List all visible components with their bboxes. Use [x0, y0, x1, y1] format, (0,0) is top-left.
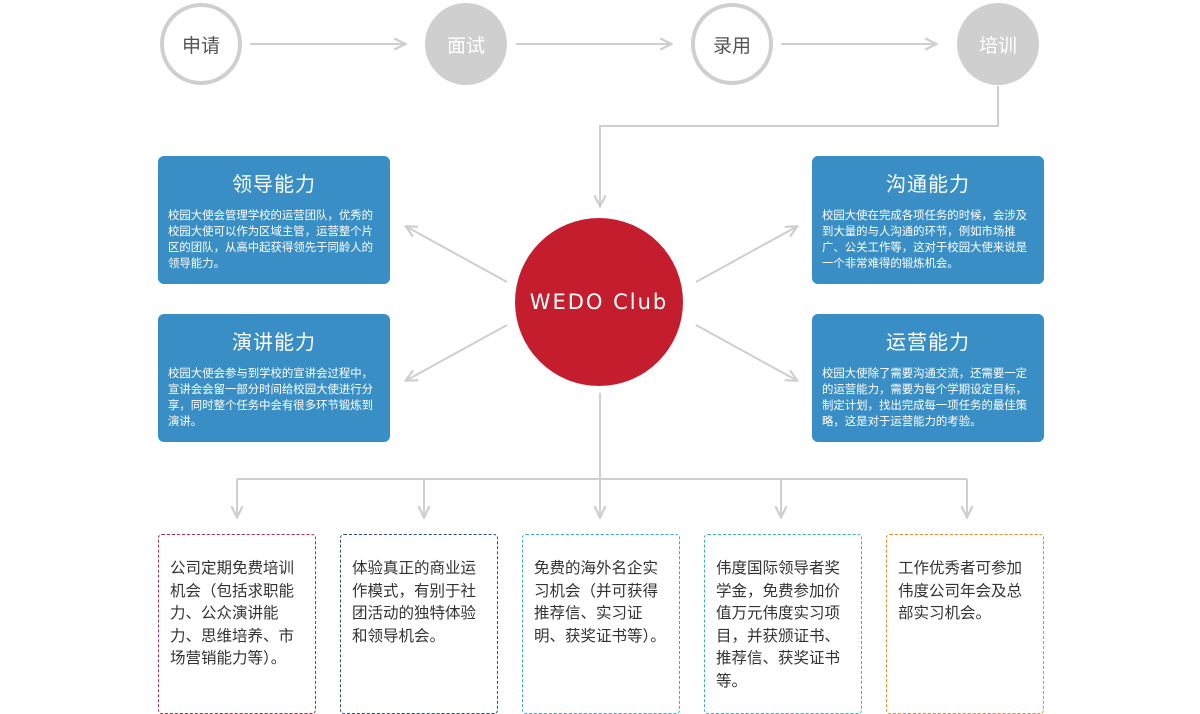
benefit-text: 公司定期免费培训机会（包括求职能力、公众演讲能力、思维培养、市场营销能力等）。: [170, 559, 295, 667]
step-hire: 录用: [691, 3, 773, 85]
training-to-center-arrow: [600, 86, 999, 205]
benefit-box-1: 公司定期免费培训机会（包括求职能力、公众演讲能力、思维培养、市场营销能力等）。: [158, 534, 316, 714]
benefit-text: 伟度国际领导者奖学金，免费参加价值万元伟度实习项目，并获颁证书、推荐信、获奖证书…: [716, 559, 841, 690]
skill-box-speaking: 演讲能力 校园大使会参与到学校的宣讲会过程中，宣讲会会留一部分时间给校园大使进行…: [158, 314, 390, 442]
step-interview-label: 面试: [446, 34, 485, 57]
benefit-box-5: 工作优秀者可参加伟度公司年会及总部实习机会。: [886, 534, 1044, 714]
step-interview: 面试: [425, 3, 507, 85]
benefit-text: 工作优秀者可参加伟度公司年会及总部实习机会。: [898, 559, 1023, 622]
arrow-to-leadership: [407, 227, 508, 283]
arrow-to-communication: [695, 227, 796, 283]
skill-box-operation: 运营能力 校园大使除了需要沟通交流，还需要一定的运营能力，需要为每个学期设定目标…: [812, 314, 1044, 442]
benefit-box-3: 免费的海外名企实习机会（并可获得推荐信、实习证明、获奖证书等）。: [522, 534, 680, 714]
skill-description: 校园大使在完成各项任务的时候，会涉及到大量的与人沟通的环节，例如市场推广、公关工…: [822, 208, 1028, 270]
skill-box-communication: 沟通能力 校园大使在完成各项任务的时候，会涉及到大量的与人沟通的环节，例如市场推…: [812, 156, 1044, 284]
skill-box-leadership: 领导能力 校园大使会管理学校的运营团队，优秀的校园大使可以作为区域主管，运营整个…: [158, 156, 390, 284]
skill-title: 运营能力: [886, 330, 970, 354]
step-hire-label: 录用: [712, 34, 751, 57]
benefit-text: 免费的海外名企实习机会（并可获得推荐信、实习证明、获奖证书等）。: [534, 559, 666, 645]
skill-description: 校园大使会管理学校的运营团队，优秀的校园大使可以作为区域主管，运营整个片区的团队…: [168, 208, 374, 270]
skill-description: 校园大使除了需要沟通交流，还需要一定的运营能力，需要为每个学期设定目标，制定计划…: [822, 366, 1028, 428]
benefit-box-2: 体验真正的商业运作模式，有别于社团活动的独特体验和领导机会。: [340, 534, 498, 714]
step-apply-label: 申请: [181, 34, 220, 57]
skill-title: 领导能力: [232, 172, 316, 196]
center-circle: WEDO Club: [515, 218, 683, 386]
skill-title: 演讲能力: [232, 330, 316, 354]
arrow-to-speaking: [407, 324, 508, 380]
benefit-box-4: 伟度国际领导者奖学金，免费参加价值万元伟度实习项目，并获颁证书、推荐信、获奖证书…: [704, 534, 862, 714]
arrow-to-operation: [695, 324, 796, 380]
benefit-text: 体验真正的商业运作模式，有别于社团活动的独特体验和领导机会。: [352, 559, 477, 645]
step-training: 培训: [957, 3, 1039, 85]
step-training-label: 培训: [978, 34, 1017, 57]
step-apply: 申请: [160, 3, 242, 85]
center-label: WEDO Club: [529, 290, 669, 314]
skill-description: 校园大使会参与到学校的宣讲会过程中，宣讲会会留一部分时间给校园大使进行分享，同时…: [168, 366, 374, 428]
skill-title: 沟通能力: [886, 172, 970, 196]
